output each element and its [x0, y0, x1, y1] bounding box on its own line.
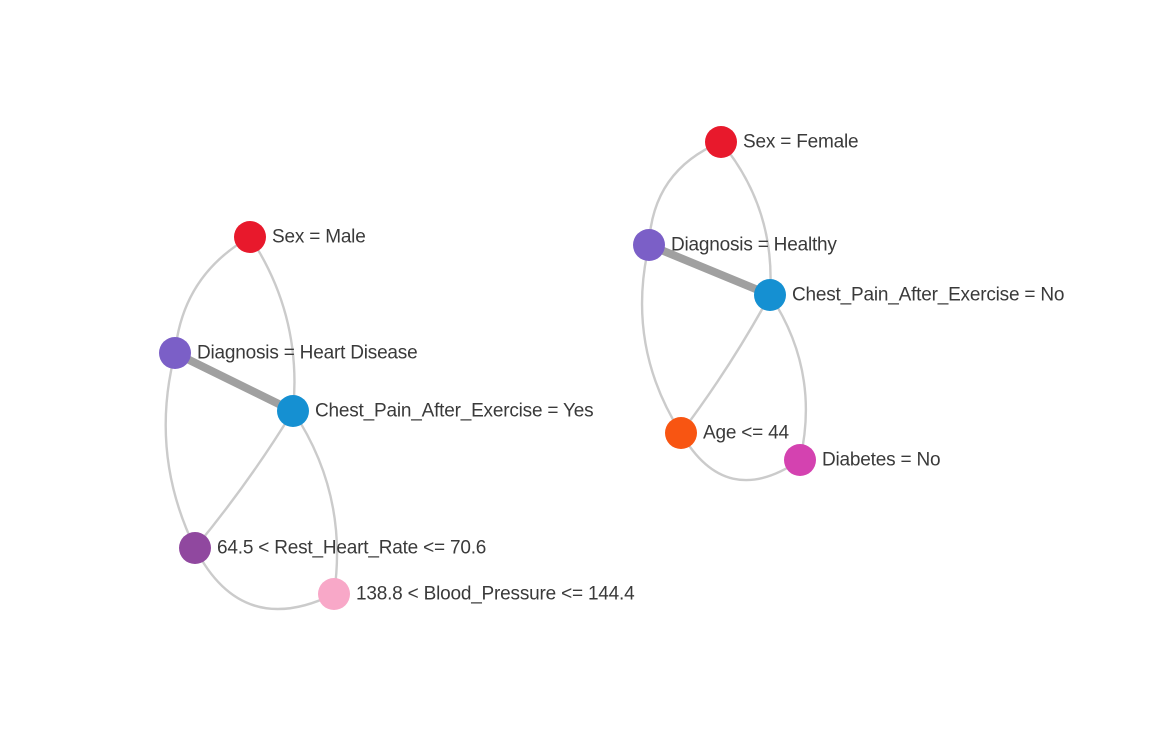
node-label-sex: Sex = Male: [272, 227, 366, 248]
node-label-rest_heart_rate: 64.5 < Rest_Heart_Rate <= 70.6: [217, 538, 486, 559]
node-age: [665, 417, 697, 449]
node-label-chest_pain: Chest_Pain_After_Exercise = No: [792, 285, 1064, 306]
node-blood_pressure: [318, 578, 350, 610]
node-label-age: Age <= 44: [703, 423, 790, 444]
edge-sex-diagnosis: [647, 140, 723, 247]
node-sex: [705, 126, 737, 158]
node-label-diabetes: Diabetes = No: [822, 450, 940, 471]
edge-sex-diagnosis: [173, 235, 252, 355]
edge-age-diabetes: [679, 431, 802, 482]
edge-chest_pain-blood_pressure: [291, 409, 339, 596]
node-chest_pain: [754, 279, 786, 311]
node-label-chest_pain: Chest_Pain_After_Exercise = Yes: [315, 401, 593, 422]
node-diagnosis: [633, 229, 665, 261]
node-label-diagnosis: Diagnosis = Healthy: [671, 235, 837, 256]
edge-diagnosis-rest_heart_rate: [164, 351, 197, 550]
node-label-blood_pressure: 138.8 < Blood_Pressure <= 144.4: [356, 584, 635, 605]
edge-sex-chest_pain: [719, 140, 772, 297]
edge-chest_pain-age: [679, 293, 772, 435]
node-sex: [234, 221, 266, 253]
node-rest_heart_rate: [179, 532, 211, 564]
node-diabetes: [784, 444, 816, 476]
node-chest_pain: [277, 395, 309, 427]
edge-chest_pain-diabetes: [768, 293, 808, 462]
edge-diagnosis-age: [640, 243, 683, 435]
node-diagnosis: [159, 337, 191, 369]
node-label-sex: Sex = Female: [743, 132, 858, 153]
edge-chest_pain-rest_heart_rate: [193, 409, 295, 550]
node-label-diagnosis: Diagnosis = Heart Disease: [197, 343, 417, 364]
edge-rest_heart_rate-blood_pressure: [193, 546, 336, 611]
edge-sex-chest_pain: [248, 235, 296, 413]
